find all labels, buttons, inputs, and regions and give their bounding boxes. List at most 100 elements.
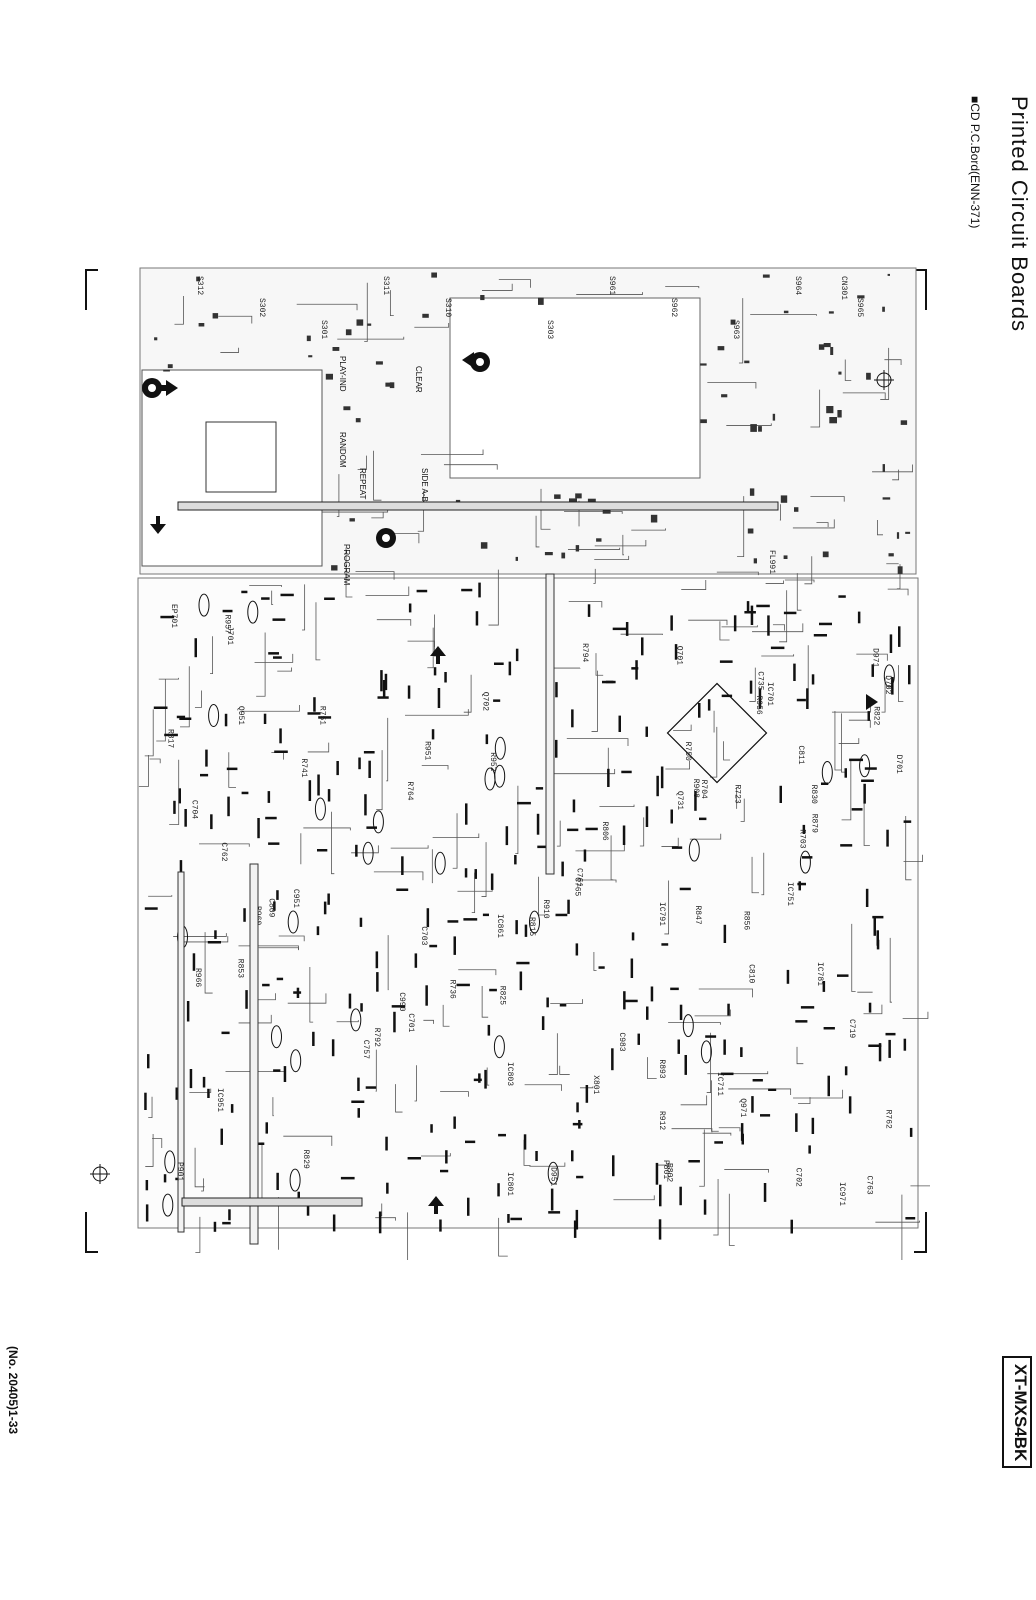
smd-part [699,817,707,821]
smd-part [865,888,869,907]
smd-part [497,1183,500,1197]
pcb-trace [376,619,412,626]
arrow-marker-left [160,380,178,396]
smd-part [721,694,733,698]
component-label: D701 [894,755,903,774]
component-label: R910 [541,899,550,918]
pcb-trace [838,738,860,744]
smd-part [385,1136,388,1151]
arrow-marker-down [150,516,166,534]
smd-part [751,1096,754,1113]
smd-part [429,944,438,948]
component-label: R794 [580,643,589,662]
pcb-trace [856,653,888,661]
smd-part [598,966,605,969]
pcb-trace [345,547,353,598]
component-label: C757 [361,1040,370,1059]
smd-part [571,709,574,728]
smd-part [401,856,404,875]
pcb-trace [613,1195,655,1201]
smd-part [367,323,372,326]
smd-part [867,711,870,721]
pcb-trace [841,713,846,773]
pcb-trace [252,993,276,1001]
pcb-trace [750,314,817,316]
pcb-trace [831,706,871,713]
pcb-trace [296,303,358,311]
smd-part [822,981,826,992]
smd-part [376,972,379,992]
smd-part [538,297,544,305]
smd-part [758,688,762,709]
component-label: Q731 [675,791,684,810]
pcb-trace [898,665,904,703]
smd-part [144,1092,147,1110]
component-label: R966 [193,968,202,987]
smd-part [444,672,447,683]
smd-part [567,899,570,914]
smd-part [637,1033,640,1045]
pcb-trace [599,804,635,808]
smd-part [378,1211,382,1234]
smd-part [677,1039,680,1054]
pcb-trace [482,283,513,291]
smd-part [567,828,579,832]
oval-part [208,704,220,727]
pcb-trace [664,880,670,935]
smd-part [646,1006,649,1020]
oval-part [198,593,210,617]
component-label: R893 [657,1059,666,1078]
smd-part [838,371,842,375]
smd-part [723,1039,726,1055]
smd-part [245,990,248,1009]
smd-part [385,382,391,387]
oval-part [883,664,895,688]
smd-part [519,971,523,991]
component-label: C704 [190,800,199,819]
pcb-trace [851,923,856,992]
pcb-trace [194,690,202,708]
smd-part [375,951,379,969]
pcb-trace [881,677,886,713]
pcb-trace [486,1067,490,1086]
pcb-trace [707,382,757,389]
component-label: R912 [657,1111,666,1130]
smd-part [273,656,282,659]
smd-part [641,637,644,656]
component-label: C983 [617,1032,626,1051]
smd-part [645,806,649,827]
smd-part [189,1069,193,1089]
smd-part [882,306,885,312]
smd-part [265,816,277,820]
smd-part [763,1183,767,1202]
switch-label: S964 [793,276,802,295]
component-label: Q971 [738,1098,747,1117]
pcb-trace [458,969,497,976]
pcb-trace [793,1089,844,1099]
board-connector-label: FL991 [767,550,776,574]
smd-part [257,818,260,839]
component-label: Q702 [481,692,490,711]
smd-part [384,673,388,691]
smd-part [276,890,279,900]
pcb-trace [863,784,870,846]
smd-part [838,595,846,598]
pcb-trace [357,455,367,470]
smd-part [365,1086,377,1089]
smd-part [463,918,478,921]
component-label: X801 [591,1075,600,1094]
component-label: R751 [317,706,326,725]
pcb-trace [872,464,913,473]
smd-part [332,1214,336,1232]
smd-part [167,364,173,369]
component-label: C735 [756,671,765,690]
smd-part [489,988,497,992]
smd-part [210,814,213,830]
pcb-trace [407,640,435,648]
oval-part [314,797,326,821]
switch-label: S303 [545,320,554,339]
smd-part [280,593,294,597]
smd-part [630,958,634,978]
pcb-trace [423,1019,434,1024]
pcb-trace [647,1057,657,1080]
